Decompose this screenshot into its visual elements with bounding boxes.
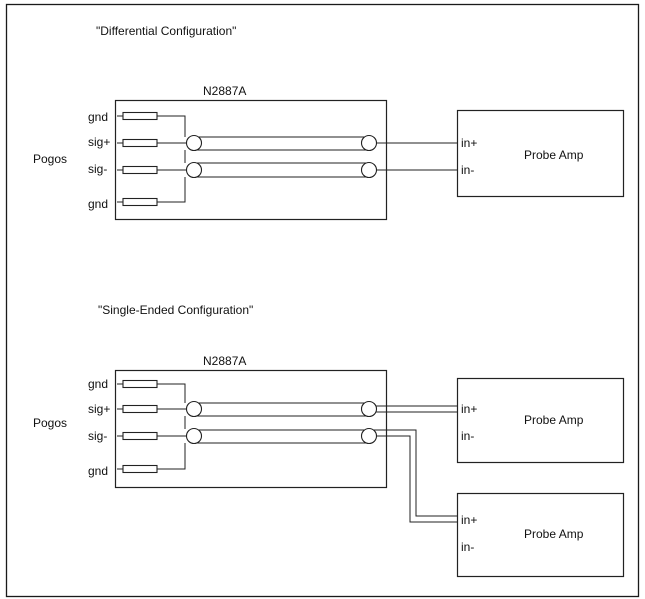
single-ended-amp2-in-plus: in+ — [461, 513, 477, 527]
differential-title: "Differential Configuration" — [96, 24, 236, 38]
single-ended-pogos-label: Pogos — [33, 416, 67, 430]
single-ended-probe-amp-2-label: Probe Amp — [524, 527, 584, 541]
differential-pin-gnd-bottom: gnd — [88, 197, 108, 211]
single-ended-pin-gnd-top: gnd — [88, 377, 108, 391]
single-ended-probe-amp-1-label: Probe Amp — [524, 413, 584, 427]
differential-pin-stubs — [117, 115, 123, 203]
differential-amp-in-minus: in- — [461, 163, 474, 177]
differential-amp-in-plus: in+ — [461, 136, 477, 150]
differential-coax-sig-minus — [197, 162, 458, 178]
differential-pogo-sig-minus — [122, 165, 158, 175]
single-ended-module-label: N2887A — [203, 354, 246, 368]
differential-pin-sig-minus: sig- — [88, 162, 107, 176]
differential-coax-sig-plus — [197, 136, 458, 151]
differential-probe-amp-label: Probe Amp — [524, 148, 584, 162]
differential-coax-ring-right-bottom — [360, 161, 378, 179]
single-ended-pogo-sig-plus — [122, 404, 158, 414]
differential-pogos-label: Pogos — [33, 152, 67, 166]
diagram-frame — [5, 3, 640, 598]
single-ended-coax-ring-right-top — [360, 400, 378, 418]
single-ended-coax-sig-minus — [197, 429, 458, 523]
single-ended-amp1-in-minus: in- — [461, 429, 474, 443]
differential-pogo-sig-plus — [122, 138, 158, 148]
single-ended-probe-amp-1-box — [456, 377, 625, 464]
single-ended-amp2-in-minus: in- — [461, 540, 474, 554]
single-ended-pin-gnd-bottom: gnd — [88, 464, 108, 478]
differential-pin-gnd-top: gnd — [88, 110, 108, 124]
differential-module-box — [114, 99, 388, 221]
differential-ground-wiring — [157, 115, 186, 203]
differential-pogo-gnd-bottom — [122, 197, 158, 207]
single-ended-title: "Single-Ended Configuration" — [98, 303, 253, 317]
single-ended-coax-sig-plus — [197, 402, 458, 417]
single-ended-pin-sig-plus: sig+ — [88, 402, 110, 416]
differential-probe-amp-box — [456, 109, 625, 198]
differential-pin-sig-plus: sig+ — [88, 135, 110, 149]
differential-coax-ring-left-bottom — [185, 161, 203, 179]
single-ended-pogo-gnd-top — [122, 379, 158, 389]
single-ended-module-box — [114, 369, 388, 489]
single-ended-coax-ring-left-bottom — [185, 427, 203, 445]
single-ended-coax-ring-left-top — [185, 400, 203, 418]
differential-module-label: N2887A — [203, 84, 246, 98]
single-ended-configuration: "Single-Ended Configuration" N2887A Pogo… — [33, 303, 625, 578]
differential-coax-ring-left-top — [185, 134, 203, 152]
single-ended-ground-wiring — [157, 383, 186, 470]
single-ended-pogo-sig-minus — [122, 431, 158, 441]
single-ended-probe-amp-2-box — [456, 492, 625, 578]
single-ended-pin-sig-minus: sig- — [88, 429, 107, 443]
differential-pogo-gnd-top — [122, 111, 158, 121]
differential-coax-ring-right-top — [360, 134, 378, 152]
single-ended-pin-stubs — [117, 383, 123, 470]
single-ended-pogo-gnd-bottom — [122, 464, 158, 474]
differential-configuration: "Differential Configuration" N2887A Pogo… — [33, 24, 625, 221]
single-ended-coax-ring-right-bottom — [360, 427, 378, 445]
single-ended-amp1-in-plus: in+ — [461, 402, 477, 416]
